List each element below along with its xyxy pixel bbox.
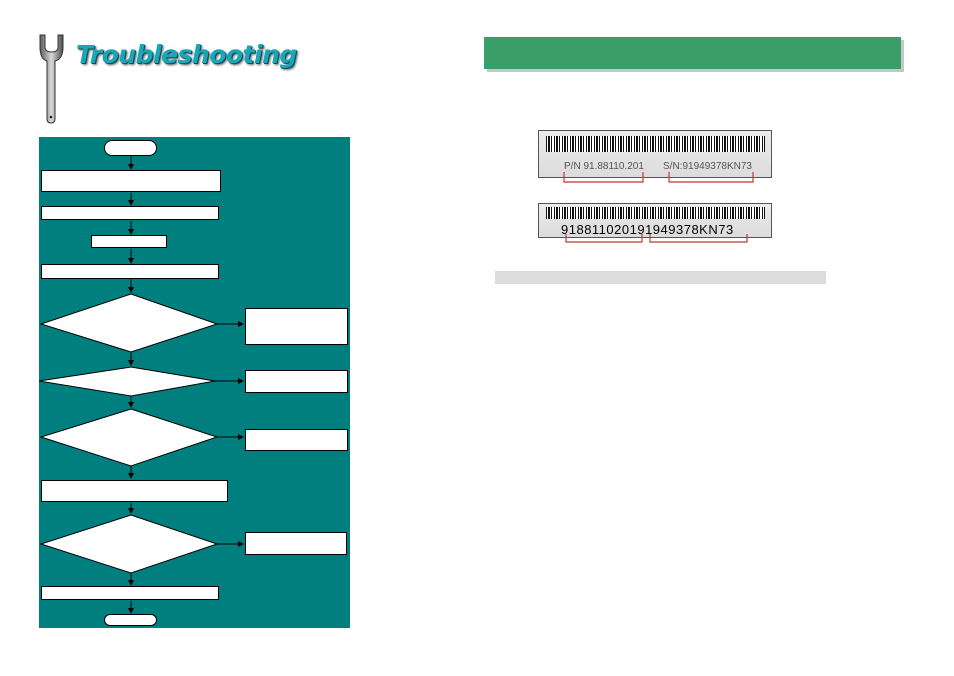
barcode-label-1: P/N 91.88110.201 S/N:91949378KN73	[538, 130, 772, 178]
page-title: Troubleshooting	[76, 40, 297, 69]
decision-diamond-4	[39, 514, 219, 574]
barcode-1	[546, 136, 765, 152]
decision-diamond-2	[39, 366, 216, 397]
flowchart-step-4	[41, 264, 219, 279]
flowchart-connectors	[39, 155, 244, 614]
label1-brackets	[563, 172, 754, 183]
flowchart-step-3	[91, 235, 167, 248]
flowchart-step-2	[41, 206, 219, 220]
flowchart-action-2	[245, 370, 348, 393]
combined-code-text: 918811020191949378KN73	[561, 222, 734, 237]
flowchart-start	[104, 140, 157, 156]
decision-diamond-1	[39, 293, 219, 353]
flowchart-action-3	[245, 429, 348, 451]
part-number-text: P/N 91.88110.201	[564, 161, 644, 172]
troubleshooting-flowchart	[39, 137, 350, 628]
flowchart-step-6	[41, 586, 219, 600]
flowchart-end	[104, 614, 157, 626]
flowchart-action-4	[245, 532, 347, 555]
label2-brackets	[565, 234, 748, 243]
wrench-icon	[39, 34, 64, 124]
flowchart-action-1	[245, 308, 348, 345]
flowchart-step-5	[41, 480, 228, 502]
decision-diamond-3	[39, 408, 219, 467]
barcode-label-2: 918811020191949378KN73	[538, 203, 772, 238]
section-divider-bar	[495, 271, 826, 284]
flowchart-step-1	[41, 170, 221, 192]
section-header-bar	[484, 37, 901, 69]
serial-number-text: S/N:91949378KN73	[663, 161, 752, 172]
barcode-2	[546, 207, 765, 219]
